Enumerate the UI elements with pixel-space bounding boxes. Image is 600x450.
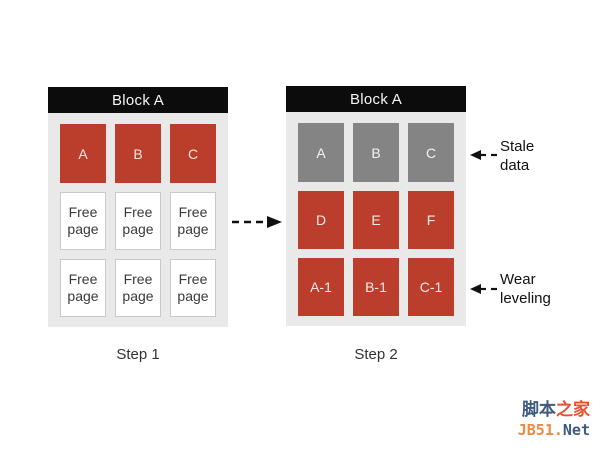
watermark-url: JB51.Net (518, 420, 590, 440)
page-cell-f: F (408, 191, 454, 249)
watermark-url-part2: Net (562, 421, 590, 439)
block-step2: Block A A B C D E F A-1 B-1 C-1 (286, 86, 466, 326)
page-cell-e: E (353, 191, 399, 249)
stale-page-cell-b: B (353, 123, 399, 182)
page-cell-d: D (298, 191, 344, 249)
watermark-cjk-part1: 脚本 (522, 400, 556, 419)
block-step1-title: Block A (48, 87, 228, 113)
free-page-cell: Free page (60, 259, 106, 317)
stale-page-cell-a: A (298, 123, 344, 182)
stale-data-label: Stale data (500, 138, 535, 174)
page-cell-c: C (170, 124, 216, 183)
step2-caption: Step 2 (354, 346, 398, 363)
block-step2-body: A B C D E F A-1 B-1 C-1 (286, 112, 466, 326)
page-cell-c1: C-1 (408, 258, 454, 316)
free-page-cell: Free page (170, 192, 216, 250)
page-cell-a1: A-1 (298, 258, 344, 316)
site-watermark: 脚本之家 JB51.Net (518, 400, 590, 440)
stale-page-cell-c: C (408, 123, 454, 182)
free-page-cell: Free page (60, 192, 106, 250)
flow-arrow-icon (232, 216, 282, 228)
block-step1: Block A A B C Free page Free page Free p… (48, 87, 228, 327)
page-cell-a: A (60, 124, 106, 183)
wear-leveling-label: Wear leveling (500, 271, 551, 307)
block-step1-body: A B C Free page Free page Free page Free… (48, 113, 228, 327)
wear-leveling-arrow-icon (470, 284, 497, 294)
watermark-cjk-part2: 之家 (556, 400, 590, 419)
free-page-cell: Free page (115, 192, 161, 250)
watermark-url-part1: JB51. (517, 421, 563, 439)
page-cell-b: B (115, 124, 161, 183)
free-page-cell: Free page (115, 259, 161, 317)
step1-caption: Step 1 (116, 346, 160, 363)
block-step2-title: Block A (286, 86, 466, 112)
stale-data-arrow-icon (470, 150, 497, 160)
watermark-cjk: 脚本之家 (518, 400, 590, 420)
page-cell-b1: B-1 (353, 258, 399, 316)
free-page-cell: Free page (170, 259, 216, 317)
